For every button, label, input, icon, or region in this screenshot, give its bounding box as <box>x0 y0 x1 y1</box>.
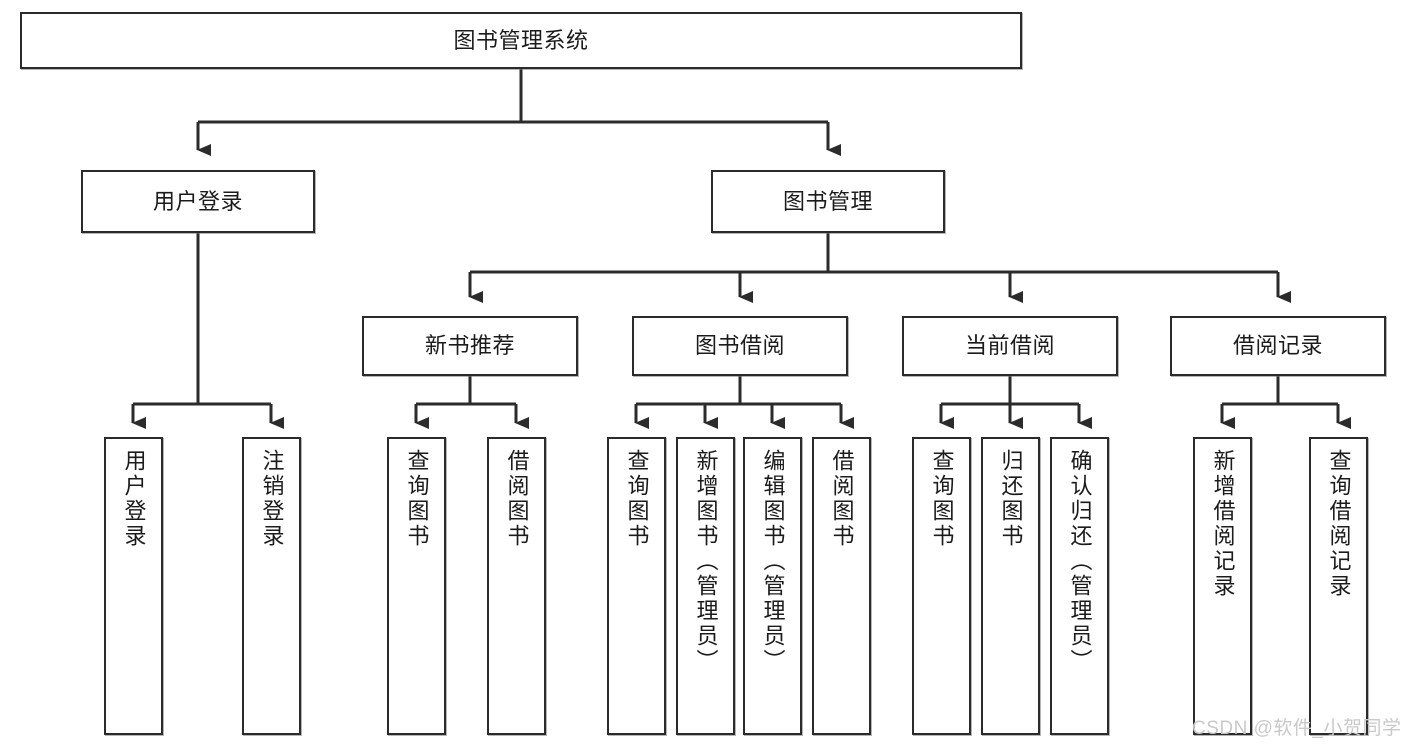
leaf-user-logout[interactable]: 注销登录 <box>242 437 301 735</box>
leaf-current-confirm-return-admin[interactable]: 确认归还（管理员） <box>1050 437 1109 735</box>
leaf-borrow-borrow-book[interactable]: 借阅图书 <box>812 437 871 735</box>
node-book-borrow[interactable]: 图书借阅 <box>632 316 848 376</box>
leaf-borrow-query-book[interactable]: 查询图书 <box>607 437 666 735</box>
node-borrow-record-label: 借阅记录 <box>1232 333 1323 359</box>
leaf-newbook-borrow-book-label: 借阅图书 <box>504 449 530 549</box>
leaf-record-query-record-label: 查询借阅记录 <box>1326 449 1352 599</box>
node-user-login[interactable]: 用户登录 <box>81 170 315 233</box>
leaf-current-return-book-label: 归还图书 <box>998 449 1024 549</box>
leaf-user-login[interactable]: 用户登录 <box>104 437 163 735</box>
leaf-record-query-record[interactable]: 查询借阅记录 <box>1309 437 1368 735</box>
leaf-user-login-label: 用户登录 <box>121 449 147 549</box>
leaf-current-query-book-label: 查询图书 <box>929 449 955 549</box>
node-borrow-record[interactable]: 借阅记录 <box>1170 316 1386 376</box>
node-book-management[interactable]: 图书管理 <box>711 170 945 233</box>
leaf-borrow-add-book-admin-label: 新增图书（管理员） <box>693 449 719 674</box>
leaf-record-add-record[interactable]: 新增借阅记录 <box>1193 437 1252 735</box>
leaf-borrow-add-book-admin[interactable]: 新增图书（管理员） <box>676 437 735 735</box>
leaf-borrow-edit-book-admin[interactable]: 编辑图书（管理员） <box>743 437 802 735</box>
leaf-current-confirm-return-admin-label: 确认归还（管理员） <box>1067 449 1093 674</box>
node-current-borrow[interactable]: 当前借阅 <box>902 316 1118 376</box>
node-book-management-label: 图书管理 <box>782 188 873 214</box>
leaf-borrow-query-book-label: 查询图书 <box>624 449 650 549</box>
leaf-record-add-record-label: 新增借阅记录 <box>1210 449 1236 599</box>
node-user-login-label: 用户登录 <box>152 188 243 214</box>
node-root[interactable]: 图书管理系统 <box>20 12 1022 69</box>
leaf-newbook-query-book-label: 查询图书 <box>404 449 430 549</box>
leaf-user-logout-label: 注销登录 <box>259 449 285 549</box>
leaf-newbook-borrow-book[interactable]: 借阅图书 <box>487 437 546 735</box>
leaf-newbook-query-book[interactable]: 查询图书 <box>387 437 446 735</box>
node-book-borrow-label: 图书借阅 <box>694 333 785 359</box>
leaf-borrow-edit-book-admin-label: 编辑图书（管理员） <box>760 449 786 674</box>
leaf-current-query-book[interactable]: 查询图书 <box>912 437 971 735</box>
node-root-label: 图书管理系统 <box>453 27 589 53</box>
node-current-borrow-label: 当前借阅 <box>964 333 1055 359</box>
node-new-book-recommend[interactable]: 新书推荐 <box>362 316 578 376</box>
csdn-watermark: CSDN @软件_小贺同学 <box>1192 718 1402 739</box>
leaf-borrow-borrow-book-label: 借阅图书 <box>829 449 855 549</box>
node-new-book-recommend-label: 新书推荐 <box>424 333 515 359</box>
leaf-current-return-book[interactable]: 归还图书 <box>981 437 1040 735</box>
